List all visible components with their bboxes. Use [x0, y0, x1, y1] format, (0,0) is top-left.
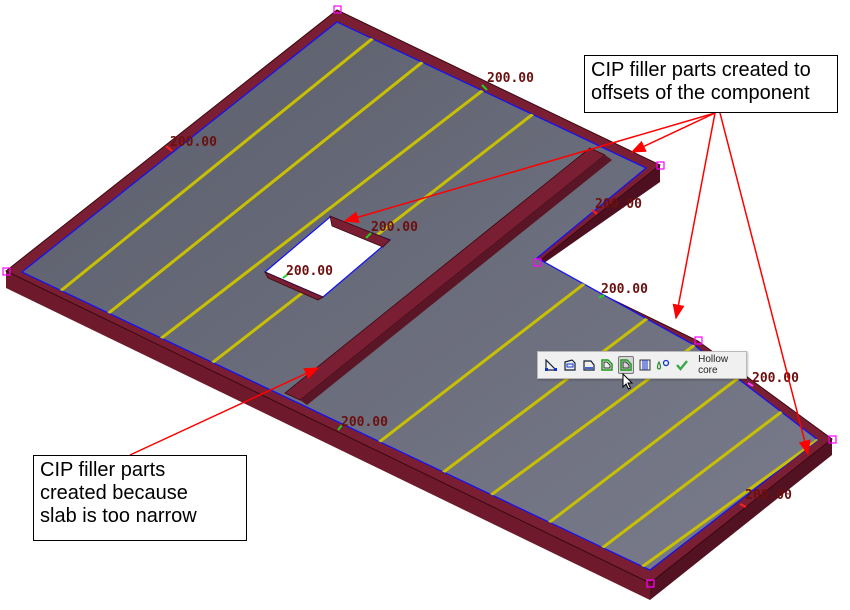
dimension-label: 200.00 — [286, 264, 333, 279]
filler-offset-icon[interactable] — [617, 356, 635, 374]
dimension-label: 200.00 — [752, 371, 799, 386]
callout-offset-fillers: CIP filler parts created to offsets of t… — [584, 55, 838, 113]
callout-line: offsets of the component — [591, 82, 810, 104]
dimension-ticks — [165, 84, 754, 508]
slab-strips-icon[interactable] — [636, 356, 653, 374]
dimension-label: 200.00 — [170, 135, 217, 150]
properties-icon[interactable] — [655, 356, 672, 374]
dimension-label: 200.00 — [595, 197, 642, 212]
callout-line: slab is too narrow — [40, 505, 197, 527]
callout-line: CIP filler parts — [40, 459, 166, 481]
dimension-label: 200.00 — [487, 71, 534, 86]
callout-line: created because — [40, 482, 188, 504]
dimension-label: 200.00 — [745, 488, 792, 503]
filler-outline-icon[interactable] — [599, 356, 616, 374]
hole-filler-top[interactable] — [329, 215, 391, 248]
mouse-cursor-icon — [622, 373, 634, 390]
callout-narrow-fillers: CIP filler parts created because slab is… — [33, 455, 247, 541]
component-name-label: Hollow core — [698, 354, 729, 376]
dimension-label: 200.00 — [371, 220, 418, 235]
apply-check-icon[interactable] — [673, 356, 690, 374]
edge-offset-icon[interactable] — [562, 356, 579, 374]
contextual-toolbar: Hollow core — [537, 351, 747, 379]
callout-line: CIP filler parts created to — [591, 59, 811, 81]
narrow-filler-side — [300, 155, 612, 405]
polygon-edit-icon[interactable] — [543, 356, 560, 374]
corner-handles[interactable] — [2, 5, 837, 588]
hole-filler-bottom[interactable] — [264, 271, 324, 301]
dimension-label: 200.00 — [341, 415, 388, 430]
dimension-label: 200.00 — [601, 282, 648, 297]
callout-arrows — [129, 112, 811, 456]
edge-dimension-icon[interactable] — [580, 356, 597, 374]
